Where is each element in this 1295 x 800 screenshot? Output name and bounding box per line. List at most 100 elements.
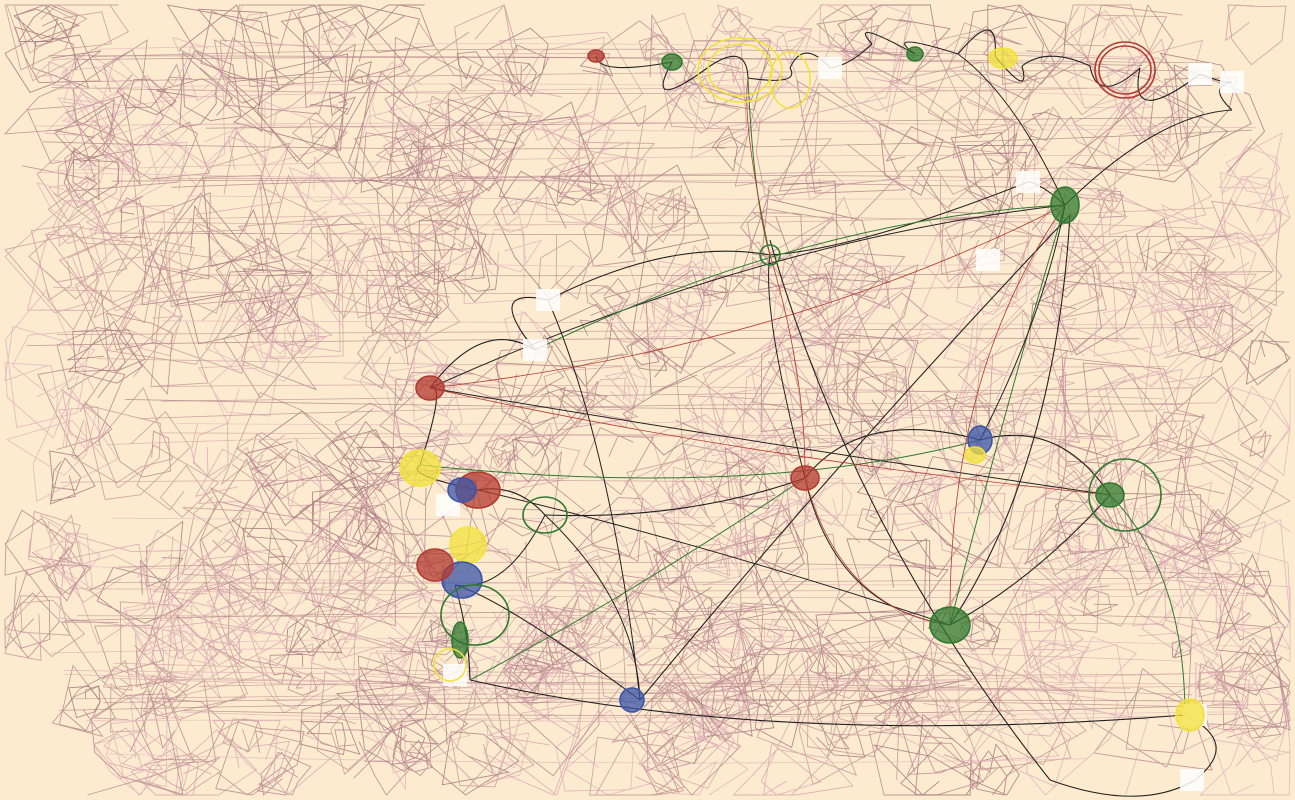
scribble-stroke [425,687,535,794]
scribble-stroke [51,552,1247,574]
trajectory-line [511,296,549,351]
scribble-stroke [589,733,685,796]
scribble-stroke [231,448,367,583]
scribble-stroke [555,709,654,796]
node-blob [769,51,811,109]
scribble-stroke [873,392,992,496]
scribble-stroke [203,594,293,665]
scribble-stroke [1022,108,1061,141]
scribble-stroke [1052,513,1109,560]
scribble-stroke [196,126,283,216]
scribble-stroke [760,248,877,367]
scribble-stroke [579,51,614,77]
scribble-stroke [539,113,615,179]
scribble-stroke [512,434,552,483]
scribble-stroke [800,19,937,143]
scribble-stroke [199,271,1272,277]
scribble-stroke [342,301,461,398]
scribble-stroke [4,570,61,659]
scribble-stroke [649,443,784,586]
scribble-stroke [135,633,179,690]
scribble-stroke [146,520,184,588]
trajectory-line [804,429,981,479]
trajectory-line [957,29,996,57]
scribble-stroke [224,4,344,115]
scribble-stroke [108,753,1089,764]
scribble-stroke [823,315,864,343]
scribble-stroke [324,552,447,656]
scribble-stroke [335,666,469,772]
scribble-stroke [488,703,584,796]
scribble-stroke [448,239,499,303]
scribble-stroke [37,365,126,459]
scribble-stroke [51,664,116,738]
scribble-stroke [967,743,1020,796]
scribble-stroke [386,116,508,233]
scribble-stroke [653,712,742,796]
scribble-stroke [980,122,1018,177]
scribble-stroke [4,192,128,314]
node-blob [1098,45,1152,95]
scribble-stroke [927,392,1020,516]
scribble-stroke [264,437,346,519]
scribble-stroke [155,384,1164,400]
scribble-stroke [123,598,193,659]
node-blob [790,465,820,491]
scribble-stroke [328,92,357,117]
node-blob [661,53,683,71]
scribble-stroke [746,196,917,350]
node-blob [1088,458,1162,532]
scribble-stroke [107,435,1107,449]
node-blob [415,375,445,401]
scribble-stroke [58,83,1102,96]
scribble-stroke [495,362,589,457]
scribble-stroke [318,227,432,320]
scribble-stroke [215,721,305,796]
scribble-stroke [809,646,846,683]
node-blob [906,46,924,62]
scribble-stroke [349,61,373,84]
scribble-stroke [150,166,1113,180]
scribble-stroke [236,432,289,471]
scribble-stroke [140,403,1183,419]
scribble-stroke [740,190,835,280]
scribble-stroke [184,704,1239,716]
scribble-layer [3,3,1291,796]
scribble-stroke [328,224,421,288]
scribble-stroke [296,216,370,277]
scribble-stroke [82,122,190,217]
scribble-stroke [291,525,403,627]
scribble-stroke [849,435,901,480]
node-blob [964,446,986,464]
scribble-stroke [1015,142,1047,168]
scribble-stroke [51,647,1186,662]
trajectory-line [949,204,1066,626]
scribble-stroke [647,544,691,597]
scribble-stroke [433,172,473,206]
scribble-stroke [816,705,866,758]
scribble-stroke [867,476,962,578]
scribble-stroke [1086,3,1183,81]
scribble-stroke [116,74,177,116]
scribble-stroke [418,542,540,670]
scribble-stroke [1175,366,1258,451]
scribble-stroke [686,569,838,723]
scribble-stroke [418,4,520,90]
scribble-stroke [372,237,466,306]
scribble-stroke [879,123,944,196]
trajectory-line [469,679,1186,727]
scribble-stroke [1127,203,1257,349]
scribble-stroke [1137,539,1236,658]
scribble-stroke [189,458,322,611]
scribble-stroke [103,698,1248,709]
scribble-stroke [138,192,211,290]
trajectory-line [429,387,1111,496]
scribble-stroke [856,451,918,504]
scribble-stroke [501,334,594,449]
scribble-stroke [107,244,258,388]
scribble-stroke [165,131,290,254]
scribble-stroke [269,725,342,796]
trajectory-line [804,477,951,626]
trajectory-line [429,387,1111,496]
